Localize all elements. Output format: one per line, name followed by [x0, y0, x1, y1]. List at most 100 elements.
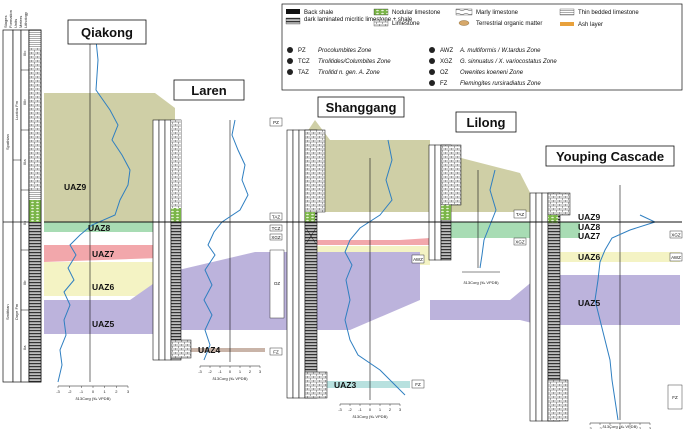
zone-box-label: XGZ [671, 233, 681, 238]
unit-label: IIIb [22, 99, 27, 105]
zone-code: XGZ [440, 59, 453, 65]
zone-box-label: FZ [273, 350, 279, 355]
legend-ash: Ash layer [578, 22, 603, 28]
zone-name: Flemingites rursiradiatus Zone [460, 81, 541, 87]
ammonoid-icon [429, 80, 435, 86]
axis-tick-label: 3 [649, 426, 652, 429]
legend-dark-laminated: dark laminated micritic limestone + shal… [304, 17, 413, 23]
fm-luolou: Luolou Fm [14, 100, 19, 120]
ammonoid-icon [287, 58, 293, 64]
band-uaz7 [44, 240, 175, 262]
legend: Back shale dark laminated micritic limes… [281, 3, 683, 91]
laren-column [152, 119, 192, 361]
legend-limestone: Limestone [392, 21, 420, 27]
axis-tick-label: 3 [399, 407, 402, 412]
zone-box-label: PZ [273, 120, 279, 125]
zone-name: Procolumbites Zone [318, 48, 372, 54]
zone-box-label: AWZ [671, 255, 681, 260]
axis-tick-label: -1 [218, 369, 222, 374]
axis-tick-label: 1 [239, 369, 242, 374]
axis-tick-label: -3 [56, 389, 60, 394]
axis-tick-label: 2 [389, 407, 392, 412]
zone-box-label: TCZ [272, 226, 281, 231]
band-uaz9 [44, 93, 175, 222]
axis-tick-label: 1 [629, 426, 632, 429]
ammonoid-icon [429, 58, 435, 64]
ammonoid-icon [287, 47, 293, 53]
zone-name: Owenites koeneni Zone [460, 70, 524, 76]
qiakong-headers: Stages Formation Units Meters Lithology … [3, 10, 28, 350]
axis-label: δ13Corg (‰ VPDB) [75, 396, 111, 401]
axis-tick-label: -2 [598, 426, 602, 429]
shanggang-curve [344, 139, 406, 396]
qiakong-column [2, 29, 42, 383]
zone-box-label: TAZ [272, 215, 280, 220]
stage-smithian: Smithian [5, 304, 10, 320]
zone-box-label: FZ [415, 382, 421, 387]
axis-tick-label: 0 [92, 389, 95, 394]
axis-tick-label: -1 [358, 407, 362, 412]
unit-label: IIb [22, 280, 27, 285]
axis-tick-label: 0 [229, 369, 232, 374]
unit-label: IIc [22, 221, 27, 225]
axis-tick-label: 2 [249, 369, 252, 374]
uaz-label: UAZ3 [334, 380, 356, 390]
zone-name: G. sinnuatus / X. variocostatus Zone [460, 59, 557, 65]
axis-tick-label: -1 [80, 389, 84, 394]
section-title-shanggang: Shanggang [326, 100, 397, 115]
stage-spathian: Spathian [5, 134, 10, 150]
legend-back-shale: Back shale [304, 10, 334, 16]
axis-tick-label: 2 [115, 389, 118, 394]
band-uaz5 [44, 252, 420, 334]
band-uaz6-right [540, 252, 680, 262]
ammonoid-icon [429, 47, 435, 53]
axes: δ13Corg (‰ VPDB) δ13Corg (‰ VPDB) δ13Cor… [56, 271, 652, 429]
zone-code: TCZ [298, 59, 310, 65]
unit-label: IIa [22, 345, 27, 350]
qiakong-curve [57, 29, 131, 383]
legend-terrestrial: Terrestrial organic matter [476, 21, 542, 27]
zone-box-label: AWZ [413, 257, 423, 262]
zone-code: OZ [440, 70, 449, 76]
axis-tick-label: 0 [619, 426, 622, 429]
zone-code: TAZ [298, 70, 309, 76]
uaz-label: UAZ9 [64, 182, 86, 192]
legend-thin-bedded: Thin bedded limestone [578, 10, 639, 16]
axis-tick-label: 1 [104, 389, 107, 394]
band-uaz6 [44, 252, 175, 296]
zone-code: AWZ [440, 48, 453, 54]
axis-label: δ13Corg (‰ VPDB) [602, 424, 638, 429]
axis-tick-label: -3 [338, 407, 342, 412]
zone-box-label: FZ [672, 395, 678, 400]
zone-name: Tirolitid n. gen. A. Zone [318, 70, 380, 76]
axis-tick-label: 3 [127, 389, 130, 394]
zone-code: PZ [298, 48, 306, 54]
lilong-column [428, 144, 462, 261]
fm-daye: Daye Fm [14, 303, 19, 320]
axis-tick-label: -3 [588, 426, 592, 429]
uaz-label: UAZ5 [578, 298, 600, 308]
axis-tick-label: 0 [369, 407, 372, 412]
youping-column [529, 192, 571, 422]
legend-marly: Marly limestone [476, 10, 519, 16]
uaz-label: UAZ4 [198, 345, 220, 355]
section-title-lilong: Lilong [467, 115, 506, 130]
youping-curve [594, 214, 657, 421]
header-meters: Meters [18, 16, 23, 28]
band-uaz8 [44, 222, 160, 232]
legend-nodular: Nodular limestone [392, 10, 441, 16]
section-titles: Qiakong Laren Shanggang Lilong Youping C… [67, 19, 675, 167]
zone-box-label: TAZ [516, 212, 524, 217]
axis-label: δ13Corg (‰ VPDB) [352, 414, 388, 419]
header-formation: Formation [8, 10, 13, 28]
band-uaz4 [175, 348, 265, 352]
axis-label: δ13Corg (‰ VPDB) [463, 280, 499, 285]
axis-tick-label: -1 [608, 426, 612, 429]
isotope-curves [57, 29, 657, 421]
unit-label: IIIa [22, 159, 27, 165]
header-lithology: Lithology [23, 12, 28, 28]
terrestrial-icon [458, 20, 470, 26]
zone-name: A. multiformis / W.tardus Zone [459, 48, 541, 54]
header-stages: Stages [3, 16, 8, 28]
